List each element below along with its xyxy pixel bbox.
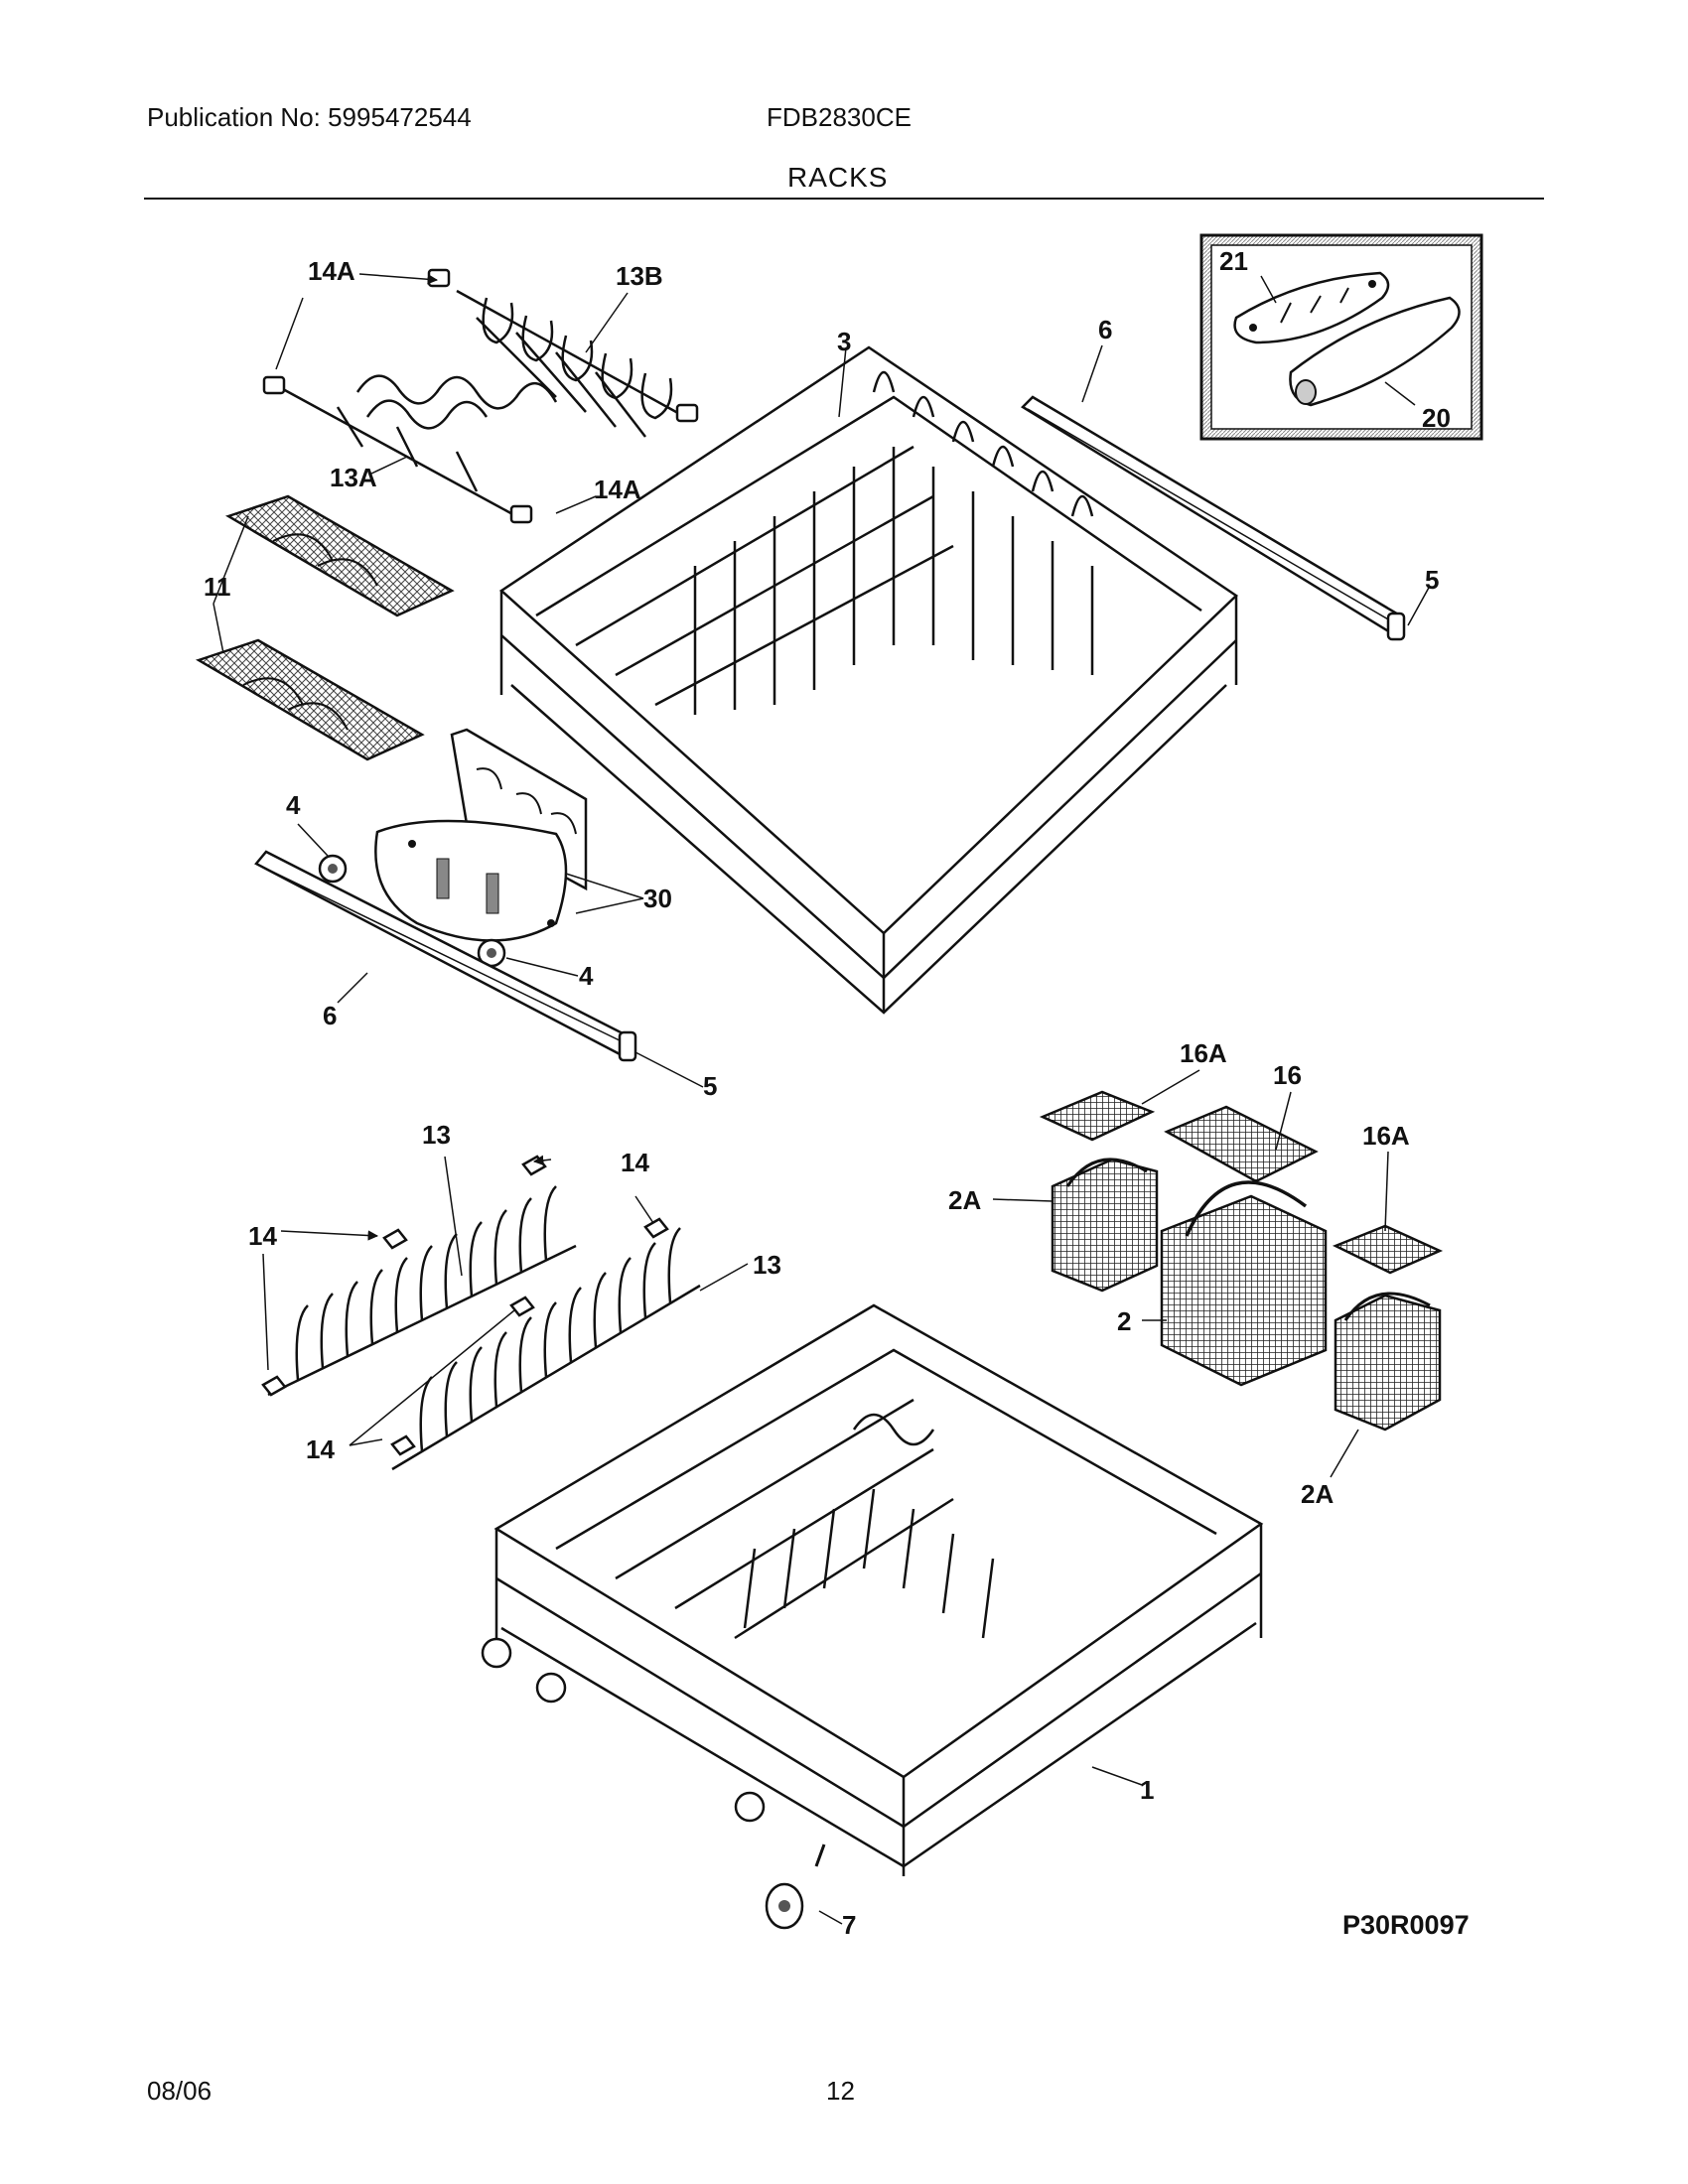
cutlery-tray-11-upper	[224, 494, 455, 617]
model-number: FDB2830CE	[767, 102, 912, 132]
tine-row-13-lower	[391, 1227, 701, 1471]
callout-14-top: 14	[621, 1148, 649, 1177]
callout-13-top: 13	[422, 1120, 451, 1150]
rack-rail-6-upper	[1020, 395, 1406, 641]
upper-rack-3	[498, 345, 1238, 1015]
callout-14a-mid: 14A	[594, 475, 641, 504]
callout-4-left: 4	[286, 790, 301, 820]
basket-cover-16a-left	[1039, 1090, 1156, 1142]
cup-shelf-13b	[427, 268, 699, 438]
callout-13b: 13B	[616, 261, 663, 291]
section-title: RACKS	[787, 162, 889, 193]
callout-5-top: 5	[1425, 565, 1439, 595]
callout-6-top: 6	[1098, 315, 1112, 344]
basket-cover-16	[1164, 1105, 1319, 1183]
rack-end-cap-part-20	[1289, 296, 1461, 407]
page-number: 12	[826, 2076, 855, 2106]
leader-lines	[212, 273, 1431, 1925]
callout-2a-left: 2A	[948, 1185, 981, 1215]
wheel-assembly-7	[765, 1843, 826, 1930]
diagram-reference-code: P30R0097	[1342, 1910, 1470, 1940]
callout-1: 1	[1140, 1775, 1154, 1805]
roller-4-left	[318, 854, 348, 884]
rack-mount-bracket-30	[374, 728, 588, 942]
callout-16: 16	[1273, 1060, 1302, 1090]
publication-number: Publication No: 5995472544	[147, 102, 472, 132]
inset-box	[1199, 233, 1483, 441]
callout-6-low: 6	[323, 1001, 337, 1030]
cutlery-basket-2	[1160, 1180, 1328, 1387]
tine-row-13-upper	[267, 1185, 577, 1397]
header-rule	[144, 198, 1544, 200]
callout-4-low: 4	[579, 961, 594, 991]
lower-rack-1	[493, 1303, 1264, 1876]
cutlery-basket-2a-right	[1334, 1292, 1442, 1432]
callout-2a-right: 2A	[1301, 1479, 1334, 1509]
callout-30: 30	[643, 884, 672, 913]
rack-end-cap-part-21	[1233, 271, 1390, 344]
cup-shelf-13a	[262, 374, 558, 524]
callout-14-bottom: 14	[306, 1434, 335, 1464]
callout-13-right: 13	[753, 1250, 781, 1280]
footer-date: 08/06	[147, 2076, 212, 2106]
callout-21: 21	[1219, 246, 1248, 276]
callout-16a-top: 16A	[1180, 1038, 1227, 1068]
tine-clips-14	[261, 1155, 669, 1456]
cutlery-basket-2a-left	[1051, 1158, 1159, 1293]
callout-labels: 14A 13B 13A 14A 3 6 21 20 5 11 4 30 4 6 …	[204, 246, 1451, 1940]
callout-16a-right: 16A	[1362, 1121, 1410, 1151]
rack-wheels	[481, 1637, 766, 1823]
basket-cover-16a-right	[1332, 1224, 1444, 1275]
callout-13a: 13A	[330, 463, 377, 492]
callout-14a-top: 14A	[308, 256, 355, 286]
callout-5-low: 5	[703, 1071, 717, 1101]
callout-14-left: 14	[248, 1221, 277, 1251]
callout-11: 11	[204, 572, 231, 602]
callout-2: 2	[1117, 1306, 1131, 1336]
cutlery-tray-11-lower	[195, 638, 425, 761]
callout-7: 7	[842, 1910, 856, 1940]
callout-20: 20	[1422, 403, 1451, 433]
callout-3: 3	[837, 327, 851, 356]
rack-rail-6-lower	[254, 850, 637, 1062]
